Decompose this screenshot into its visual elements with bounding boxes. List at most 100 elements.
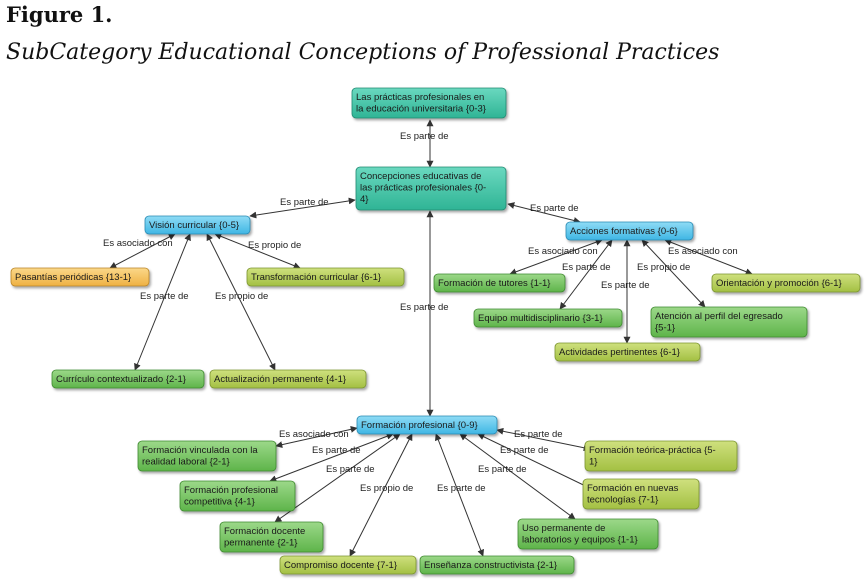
- edges-layer: [109, 119, 753, 557]
- node-vision[interactable]: Visión curricular {0-5}: [144, 215, 251, 235]
- figure-title: SubCategory Educational Conceptions of P…: [6, 40, 720, 65]
- node-transformacion[interactable]: Transformación curricular {6-1}: [246, 267, 405, 287]
- node-tutores[interactable]: Formación de tutores {1-1}: [433, 273, 566, 293]
- node-ensenanza[interactable]: Enseñanza constructivista {2-1}: [419, 555, 575, 575]
- edge-label-transformacion-vision: Es propio de: [248, 240, 301, 251]
- edge-label-laboratorios-formacion: Es parte de: [478, 464, 527, 475]
- node-label-transformacion-0: Transformación curricular {6-1}: [251, 272, 381, 283]
- edge-vision-concepciones: [249, 197, 356, 219]
- node-label-competitiva-1: competitiva {4-1}: [184, 497, 255, 508]
- edge-teorica-formacion: [496, 427, 591, 452]
- node-box-curriculo: [51, 369, 205, 389]
- edge-label-concepciones-practicas: Es parte de: [400, 131, 449, 142]
- node-teorica[interactable]: Formación teórica-práctica {5-1}: [584, 440, 738, 472]
- node-formacion[interactable]: Formación profesional {0-9}: [356, 415, 498, 435]
- node-label-practicas-1: la educación universitaria {0-3}: [356, 104, 486, 115]
- node-actividades[interactable]: Actividades pertinentes {6-1}: [554, 342, 701, 362]
- node-label-teorica-1: 1}: [589, 457, 597, 468]
- edge-orientacion-acciones: [664, 239, 753, 275]
- node-acciones[interactable]: Acciones formativas {0-6}: [565, 221, 694, 241]
- node-label-laboratorios-0: Uso permanente de: [522, 523, 605, 534]
- node-label-atencion-0: Atención al perfil del egresado: [655, 311, 783, 322]
- edge-label-atencion-acciones: Es propio de: [637, 262, 690, 273]
- node-box-formacion: [356, 415, 498, 435]
- edge-label-nuevas-formacion: Es parte de: [500, 445, 549, 456]
- node-box-orientacion: [711, 273, 861, 293]
- edge-label-pasantias-vision: Es asociado con: [103, 238, 173, 249]
- node-pasantias[interactable]: Pasantías periódicas {13-1}: [10, 267, 150, 287]
- node-box-vision: [144, 215, 251, 235]
- node-label-nuevas-0: Formación en nuevas: [587, 483, 679, 494]
- node-label-orientacion-0: Orientación y promoción {6-1}: [716, 278, 842, 289]
- edge-equipo-acciones: [559, 239, 613, 310]
- node-box-docente: [219, 521, 324, 553]
- edge-label-actualizacion-vision: Es propio de: [215, 291, 268, 302]
- node-actualizacion[interactable]: Actualización permanente {4-1}: [209, 369, 367, 389]
- edge-labels-layer: Es parte de Es parte de Es parte de Es part…: [103, 131, 738, 494]
- edge-label-formacion-concepciones: Es parte de: [400, 302, 449, 313]
- node-equipo[interactable]: Equipo multidisciplinario {3-1}: [473, 308, 623, 328]
- node-label-actualizacion-0: Actualización permanente {4-1}: [214, 374, 346, 385]
- node-box-pasantias: [10, 267, 150, 287]
- edge-label-compromiso-formacion: Es propio de: [360, 483, 413, 494]
- node-box-compromiso: [279, 555, 417, 575]
- edge-actualizacion-vision: [206, 233, 276, 371]
- edge-label-competitiva-formacion: Es parte de: [312, 445, 361, 456]
- node-label-vinculada-0: Formación vinculada con la: [142, 445, 258, 456]
- edge-label-vinculada-formacion: Es asociado con: [279, 429, 349, 440]
- figure-label: Figure 1.: [6, 2, 113, 27]
- node-label-actividades-0: Actividades pertinentes {6-1}: [559, 347, 680, 358]
- node-box-actualizacion: [209, 369, 367, 389]
- edge-label-teorica-formacion: Es parte de: [514, 429, 563, 440]
- edge-label-docente-formacion: Es parte de: [326, 464, 375, 475]
- edge-acciones-concepciones: [507, 202, 581, 224]
- node-box-tutores: [433, 273, 566, 293]
- node-box-concepciones: [355, 166, 507, 211]
- node-label-teorica-0: Formación teórica-práctica {5-: [589, 445, 716, 456]
- node-box-atencion: [650, 306, 808, 338]
- node-label-tutores-0: Formación de tutores {1-1}: [438, 278, 550, 289]
- node-label-concepciones-1: las prácticas profesionales {0-: [360, 183, 486, 194]
- node-label-acciones-0: Acciones formativas {0-6}: [570, 226, 678, 237]
- edge-label-equipo-acciones: Es parte de: [562, 262, 611, 273]
- node-orientacion[interactable]: Orientación y promoción {6-1}: [711, 273, 861, 293]
- node-label-concepciones-2: 4}: [360, 194, 368, 205]
- node-label-vision-0: Visión curricular {0-5}: [149, 220, 239, 231]
- node-label-pasantias-0: Pasantías periódicas {13-1}: [15, 272, 131, 283]
- node-label-laboratorios-1: laboratorios y equipos {1-1}: [522, 535, 638, 546]
- node-label-nuevas-1: tecnologías {7-1}: [587, 495, 658, 506]
- node-compromiso[interactable]: Compromiso docente {7-1}: [279, 555, 417, 575]
- node-label-equipo-0: Equipo multidisciplinario {3-1}: [478, 313, 603, 324]
- node-label-practicas-0: Las prácticas profesionales en: [356, 92, 484, 103]
- node-atencion[interactable]: Atención al perfil del egresado{5-1}: [650, 306, 808, 338]
- node-box-laboratorios: [517, 518, 659, 550]
- node-label-formacion-0: Formación profesional {0-9}: [361, 420, 478, 431]
- node-box-teorica: [584, 440, 738, 472]
- node-label-concepciones-0: Concepciones educativas de: [360, 171, 481, 182]
- node-label-competitiva-0: Formación profesional: [184, 485, 278, 496]
- edge-curriculo-vision: [134, 233, 191, 371]
- node-box-competitiva: [179, 480, 296, 512]
- node-box-actividades: [554, 342, 701, 362]
- node-curriculo[interactable]: Currículo contextualizado {2-1}: [51, 369, 205, 389]
- node-label-docente-0: Formación docente: [224, 526, 305, 537]
- node-box-transformacion: [246, 267, 405, 287]
- edge-label-ensenanza-formacion: Es parte de: [437, 483, 486, 494]
- edge-compromiso-formacion: [349, 433, 413, 557]
- node-label-curriculo-0: Currículo contextualizado {2-1}: [56, 374, 186, 385]
- edge-ensenanza-formacion: [434, 433, 485, 557]
- node-label-vinculada-1: realidad laboral {2-1}: [142, 457, 230, 468]
- edge-label-actividades-acciones: Es parte de: [601, 280, 650, 291]
- node-box-nuevas: [582, 478, 700, 510]
- node-box-ensenanza: [419, 555, 575, 575]
- node-box-acciones: [565, 221, 694, 241]
